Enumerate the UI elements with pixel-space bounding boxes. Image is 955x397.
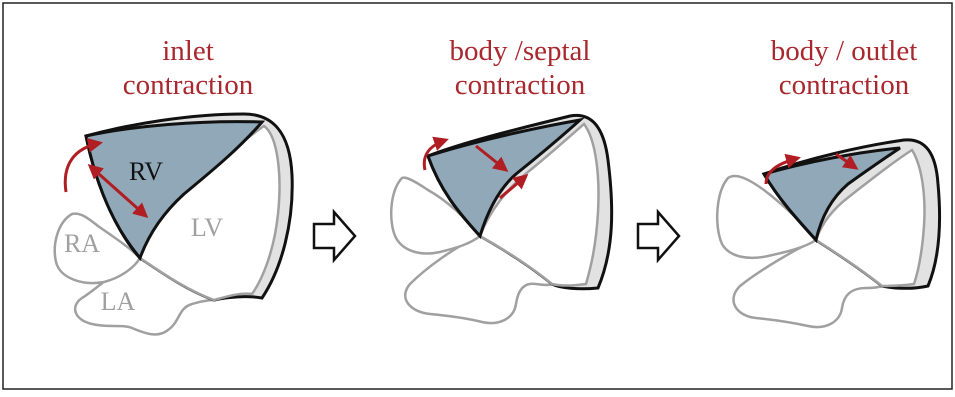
hollow-right-arrow-icon [314, 212, 355, 260]
panel-body-outlet: body / outlet contraction [717, 35, 939, 327]
panel-body-septal: body /septal contraction [391, 35, 611, 323]
panel-3-title-line2: contraction [779, 69, 910, 101]
panel-2-title-line1: body /septal [450, 35, 591, 67]
panel-1-title-line1: inlet [162, 35, 214, 67]
panel-1-title-line2: contraction [123, 69, 254, 101]
label-rv: RV [129, 157, 163, 186]
panel-inlet: inlet contraction RV LV RA LA [55, 35, 292, 334]
label-lv: LV [191, 213, 223, 242]
hollow-right-arrow-icon [638, 212, 679, 260]
panel-2-title-line2: contraction [455, 69, 586, 101]
panel-3-title-line1: body / outlet [771, 35, 918, 67]
label-ra: RA [64, 229, 100, 258]
label-la: LA [101, 287, 136, 316]
